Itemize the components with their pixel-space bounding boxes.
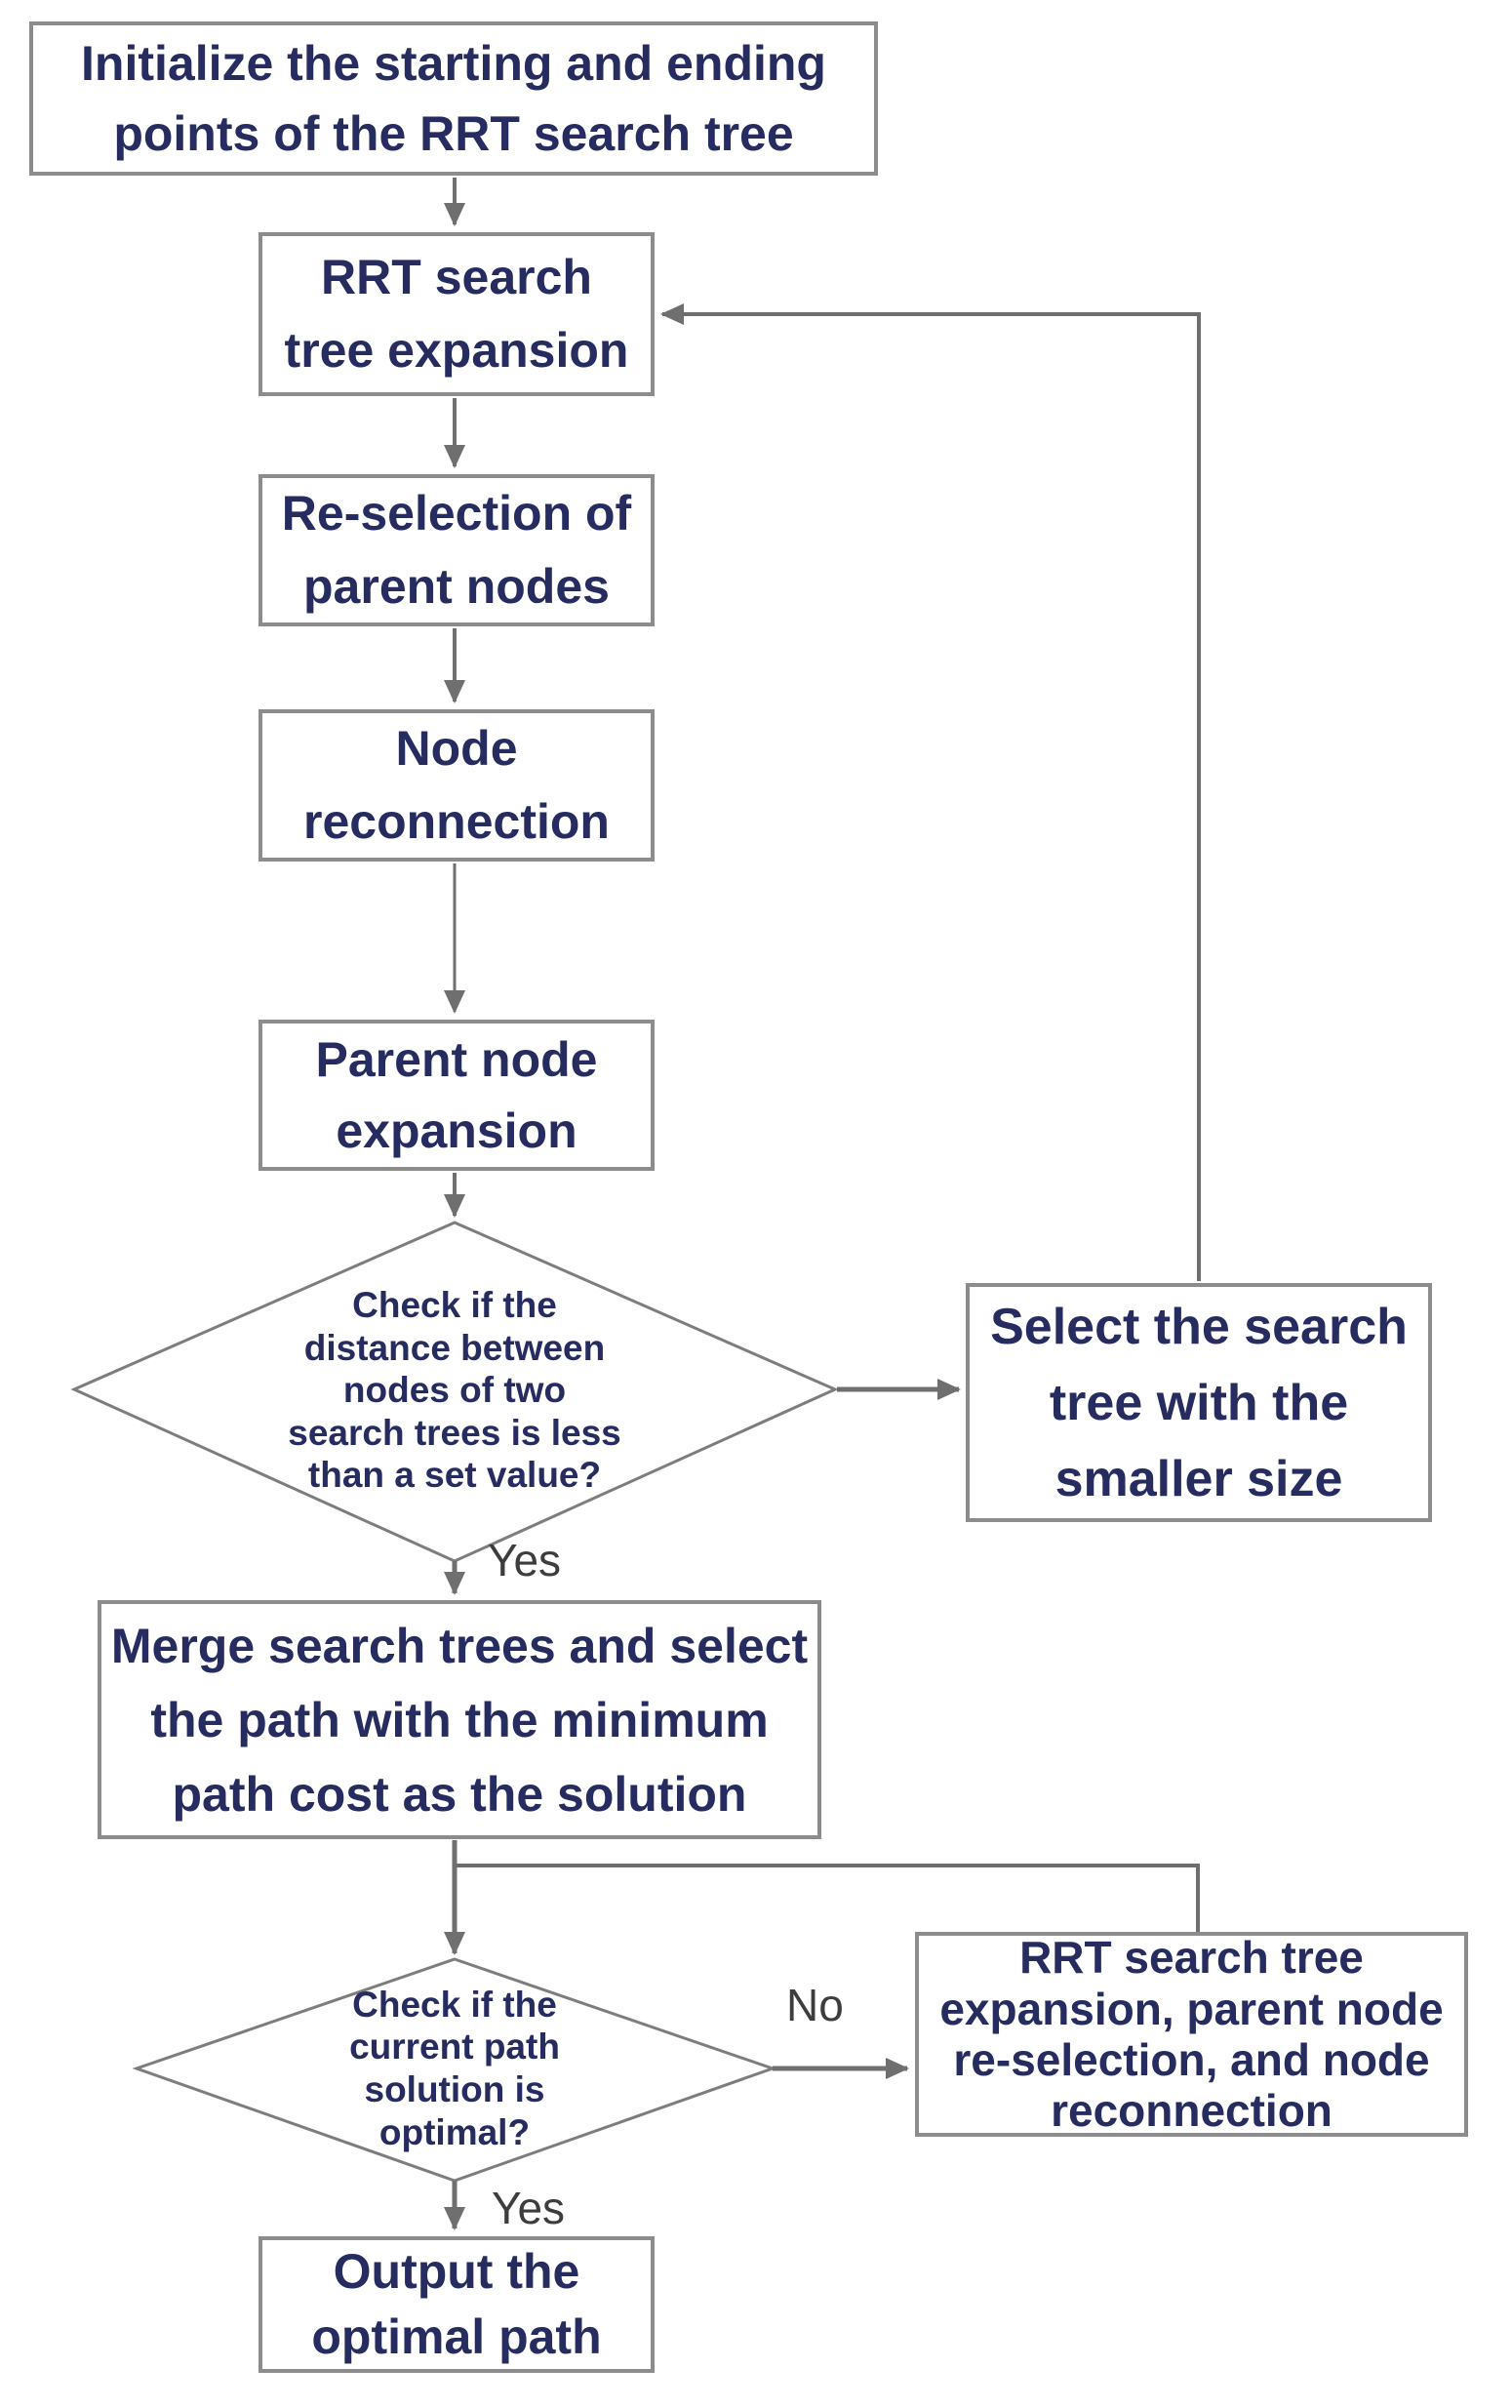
- node-initialize: Initialize the starting and ending point…: [29, 21, 878, 176]
- node-parent-expansion: Parent node expansion: [259, 1020, 655, 1171]
- node-loop-operations-line2: expansion, parent node: [939, 1983, 1444, 2034]
- node-output-line2: optimal path: [311, 2309, 602, 2364]
- node-rrt-expansion-line2: tree expansion: [284, 323, 629, 378]
- node-output-optimal-path: Output the optimal path: [259, 2236, 655, 2373]
- decision-distance-check-line5: than a set value?: [307, 1455, 602, 1496]
- node-select-smaller-line3: smaller size: [1054, 1450, 1343, 1507]
- edge-loop-ops-branch: [455, 1864, 1200, 1932]
- node-merge-line2: the path with the minimum: [150, 1692, 769, 1747]
- node-loop-operations-line1: RRT search tree: [1019, 1932, 1364, 1984]
- node-reselection: Re-selection of parent nodes: [259, 474, 655, 626]
- decision-optimal-check-line2: current path: [349, 2027, 560, 2067]
- node-initialize-line2: points of the RRT search tree: [113, 106, 794, 161]
- node-merge-line1: Merge search trees and select: [110, 1618, 809, 1673]
- decision-distance-check-text: Check if the distance between nodes of t…: [259, 1270, 650, 1510]
- decision-distance-check-line2: distance between: [303, 1327, 606, 1368]
- decision-distance-check-line1: Check if the: [352, 1284, 557, 1325]
- node-select-smaller-line2: tree with the: [1049, 1374, 1349, 1431]
- edge-select-smaller-to-rrt-loop: [660, 303, 1201, 1281]
- node-reselection-line2: parent nodes: [303, 559, 610, 614]
- node-reconnection-line1: Node: [395, 721, 518, 776]
- edge-label-yes-optimal: Yes: [492, 2183, 566, 2233]
- node-select-smaller-line1: Select the search: [990, 1298, 1408, 1355]
- decision-optimal-check-text: Check if the current path solution is op…: [298, 1983, 611, 2154]
- decision-optimal-check-line1: Check if the: [352, 1984, 557, 2025]
- node-reselection-line1: Re-selection of: [281, 486, 632, 541]
- node-loop-operations-line4: reconnection: [1051, 2085, 1333, 2137]
- node-rrt-expansion-line1: RRT search: [321, 250, 592, 304]
- node-rrt-expansion: RRT search tree expansion: [259, 232, 655, 396]
- node-output-line1: Output the: [333, 2243, 580, 2299]
- decision-optimal-check-line3: solution is: [364, 2069, 545, 2109]
- node-merge-line3: path cost as the solution: [172, 1766, 747, 1822]
- decision-optimal-check-line4: optimal?: [378, 2111, 531, 2152]
- edge-label-no-optimal: No: [786, 1980, 844, 2030]
- node-parent-expansion-line2: expansion: [336, 1103, 577, 1158]
- edge-label-yes-distance: Yes: [488, 1535, 562, 1585]
- node-reconnection: Node reconnection: [259, 709, 655, 862]
- node-reconnection-line2: reconnection: [303, 794, 610, 849]
- node-parent-expansion-line1: Parent node: [315, 1032, 598, 1087]
- node-loop-operations-line3: re-selection, and node: [953, 2034, 1430, 2085]
- decision-distance-check-line3: nodes of two: [342, 1370, 567, 1411]
- node-select-smaller-tree: Select the search tree with the smaller …: [966, 1283, 1432, 1522]
- node-loop-operations: RRT search tree expansion, parent node r…: [915, 1932, 1468, 2137]
- decision-distance-check-line4: search trees is less: [288, 1412, 621, 1453]
- node-merge-search-trees: Merge search trees and select the path w…: [98, 1600, 821, 1839]
- node-initialize-line1: Initialize the starting and ending: [81, 35, 826, 91]
